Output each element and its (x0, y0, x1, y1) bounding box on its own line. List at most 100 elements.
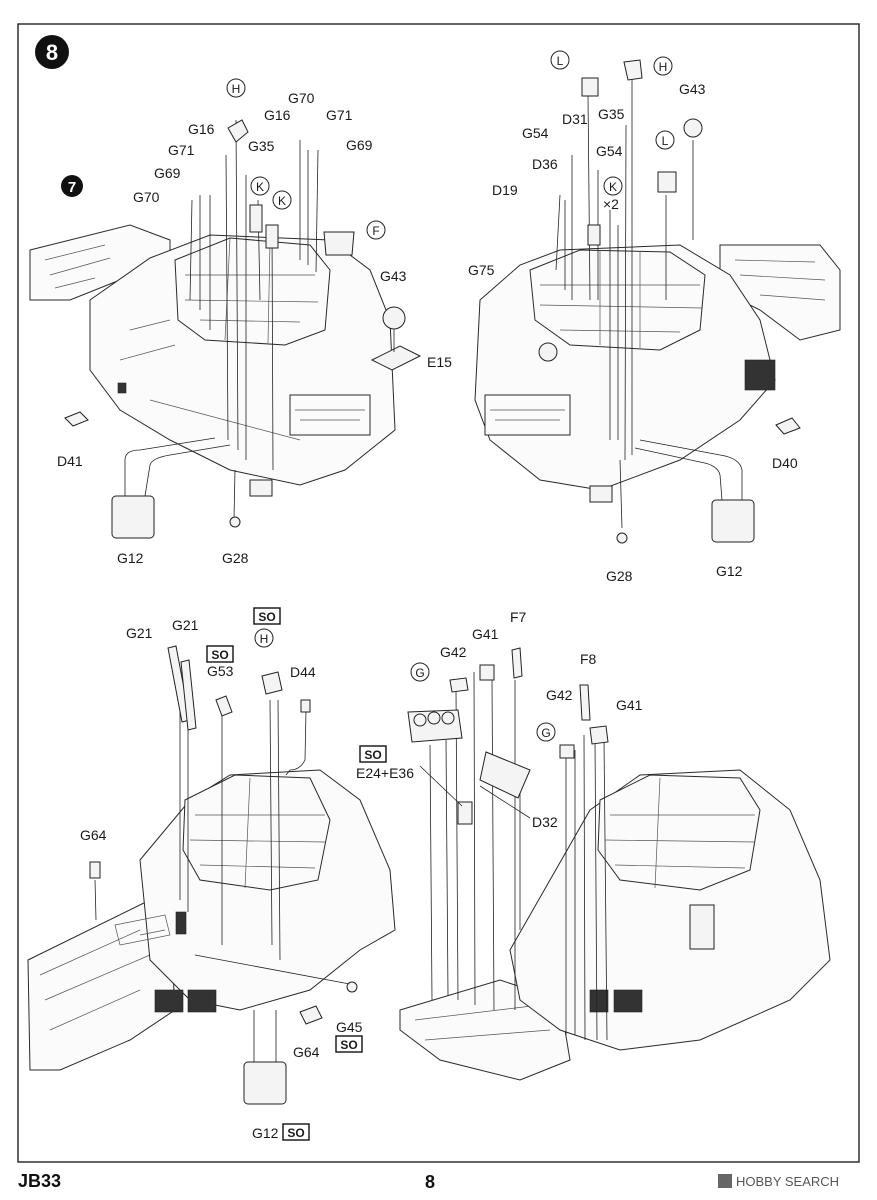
svg-text:K: K (256, 180, 264, 194)
panel-bottom-left (27, 645, 396, 1105)
svg-text:HOBBY SEARCH: HOBBY SEARCH (736, 1174, 839, 1189)
svg-text:H: H (232, 82, 241, 96)
label-g70-b: G70 (133, 189, 160, 205)
label-f7: F7 (510, 609, 527, 625)
svg-text:SO: SO (258, 610, 275, 624)
svg-text:SO: SO (287, 1126, 304, 1140)
page-number: 8 (425, 1172, 435, 1192)
label-g64-b: G64 (293, 1044, 320, 1060)
label-times-2: ×2 (603, 196, 619, 212)
label-g16-a: G16 (188, 121, 215, 137)
label-g28-tl: G28 (222, 550, 249, 566)
label-g21-a: G21 (126, 625, 153, 641)
turret-bl (182, 774, 331, 891)
label-g12-tl: G12 (117, 550, 144, 566)
badge-so-bl-top: SO (253, 607, 281, 625)
part-g21b (180, 659, 197, 731)
label-g35-tr: G35 (598, 106, 625, 122)
callout-h-tr: H (653, 56, 673, 76)
label-e24-e36: E24+E36 (356, 765, 414, 781)
callout-k-tl1: K (250, 176, 270, 196)
part-g12-bl (243, 1061, 287, 1105)
svg-text:SO: SO (340, 1038, 357, 1052)
prev-step-badge: 7 (61, 175, 83, 197)
part-g12-r (711, 499, 755, 543)
label-g35-tl: G35 (248, 138, 275, 154)
label-d40: D40 (772, 455, 798, 471)
turret-br (597, 774, 761, 891)
svg-text:H: H (260, 632, 269, 646)
panel-bottom-right (399, 647, 831, 1081)
watermark: HOBBY SEARCH (718, 1174, 839, 1189)
svg-text:8: 8 (46, 40, 58, 65)
label-g43-tl: G43 (380, 268, 407, 284)
label-f8: F8 (580, 651, 597, 667)
badge-so-g53: SO (206, 645, 234, 663)
label-d44: D44 (290, 664, 316, 680)
svg-text:L: L (557, 54, 564, 68)
svg-text:K: K (278, 194, 286, 208)
part-f7 (511, 647, 523, 679)
label-g53: G53 (207, 663, 234, 679)
label-g64-a: G64 (80, 827, 107, 843)
part-g-rack2 (479, 751, 531, 799)
svg-text:SO: SO (364, 748, 381, 762)
label-d32: D32 (532, 814, 558, 830)
svg-text:L: L (662, 134, 669, 148)
callout-l-tr2: L (655, 130, 675, 150)
label-g69-a: G69 (154, 165, 181, 181)
svg-text:K: K (609, 180, 617, 194)
part-g12 (111, 495, 155, 539)
label-e15: E15 (427, 354, 452, 370)
svg-text:F: F (372, 224, 379, 238)
callout-l-tr1: L (550, 50, 570, 70)
kit-code: JB33 (18, 1171, 61, 1191)
callout-k-tl2: K (272, 190, 292, 210)
part-f8 (579, 684, 591, 721)
turret (174, 237, 331, 346)
label-g71-b: G71 (326, 107, 353, 123)
callout-g-br1: G (410, 662, 430, 682)
label-g21-b: G21 (172, 617, 199, 633)
callout-g-br2: G (536, 722, 556, 742)
panel-top-left (29, 119, 422, 539)
callout-h-bl: H (254, 628, 274, 648)
label-g54-b: G54 (596, 143, 623, 159)
part-f (323, 231, 355, 256)
label-g71-a: G71 (168, 142, 195, 158)
panel-top-right (474, 59, 841, 544)
callout-k-tr: K (603, 176, 623, 196)
label-d31: D31 (562, 111, 588, 127)
badge-so-g12: SO (282, 1123, 310, 1141)
svg-text:7: 7 (68, 179, 76, 196)
label-g41-b: G41 (616, 697, 643, 713)
svg-text:G: G (415, 666, 424, 680)
label-g16-b: G16 (264, 107, 291, 123)
label-g43-tr: G43 (679, 81, 706, 97)
label-g69-b: G69 (346, 137, 373, 153)
label-g42-a: G42 (440, 644, 467, 660)
page-frame (17, 23, 860, 1163)
label-g54-a: G54 (522, 125, 549, 141)
badge-so-g45: SO (335, 1035, 363, 1053)
svg-text:SO: SO (211, 648, 228, 662)
callout-f-tl: F (366, 220, 386, 240)
svg-text:H: H (659, 60, 668, 74)
label-g45: G45 (336, 1019, 363, 1035)
label-g12-bl: G12 (252, 1125, 279, 1141)
label-d19: D19 (492, 182, 518, 198)
label-d41: D41 (57, 453, 83, 469)
label-g42-b: G42 (546, 687, 573, 703)
svg-text:G: G (541, 726, 550, 740)
callout-h-tl: H (226, 78, 246, 98)
badge-so-e24: SO (359, 745, 387, 763)
label-g41-a: G41 (472, 626, 499, 642)
label-g12-tr: G12 (716, 563, 743, 579)
label-d36: D36 (532, 156, 558, 172)
label-g75: G75 (468, 262, 495, 278)
step-badge: 8 (35, 35, 69, 69)
label-g28-tr: G28 (606, 568, 633, 584)
label-g70-top: G70 (288, 90, 315, 106)
